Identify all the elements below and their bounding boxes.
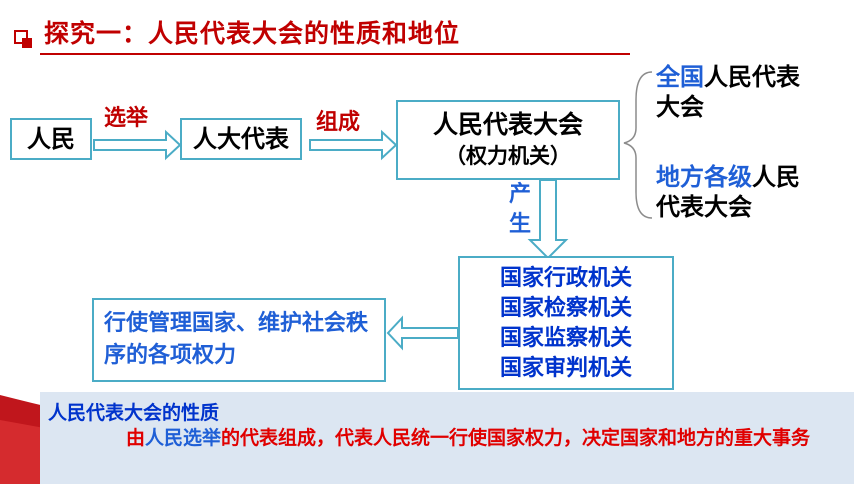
nature-note-body: 由人民选举的代表组成，代表人民统一行使国家权力，决定国家和地方的重大事务 (48, 424, 848, 452)
title-marker-icon (14, 30, 32, 48)
npc-title: 人民代表大会 (432, 110, 583, 139)
people-box: 人民 (10, 118, 92, 160)
page-title: 探究一：人民代表大会的性质和地位 (44, 19, 461, 48)
arrow-compose (309, 129, 398, 161)
agency-admin: 国家行政机关 (499, 266, 632, 291)
agency-supervisory: 国家监察机关 (499, 326, 632, 351)
elect-label: 选举 (104, 106, 149, 131)
agency-judicial: 国家审判机关 (499, 356, 632, 381)
compose-label: 组成 (316, 110, 361, 135)
produce-label: 产 生 (508, 182, 531, 237)
nature-note-box (40, 392, 854, 484)
agencies-box: 国家行政机关 国家检察机关 国家监察机关 国家审判机关 (458, 256, 674, 390)
nature-note-heading: 人民代表大会的性质 (48, 402, 220, 424)
levels-brace (623, 71, 653, 219)
local-label: 地方各级 (656, 163, 752, 191)
arrow-exercise (386, 315, 459, 351)
deputies-box: 人大代表 (180, 118, 302, 160)
npc-box: 人民代表大会 （权力机关） (396, 100, 620, 180)
npc-subtitle: （权力机关） (445, 144, 571, 168)
national-label: 全国 (656, 63, 704, 91)
note-part-1: 由 (126, 427, 146, 449)
agency-procuratorate: 国家检察机关 (499, 296, 632, 321)
local-npc-text: 人民代表大会 (656, 163, 800, 221)
local-npc: 地方各级人民代表大会 (656, 162, 806, 222)
power-box: 行使管理国家、维护社会秩序的各项权力 (92, 298, 386, 382)
title-underline (40, 53, 630, 55)
arrow-produce (527, 179, 569, 260)
national-npc: 全国人民代表大会 (656, 62, 806, 122)
note-part-highlight: 人民选举 (145, 427, 222, 449)
national-npc-text: 人民代表大会 (656, 63, 800, 121)
arrow-elect (93, 129, 182, 161)
note-part-3: 的代表组成，代表人民统一行使国家权力，决定国家和地方的重大事务 (221, 427, 811, 449)
